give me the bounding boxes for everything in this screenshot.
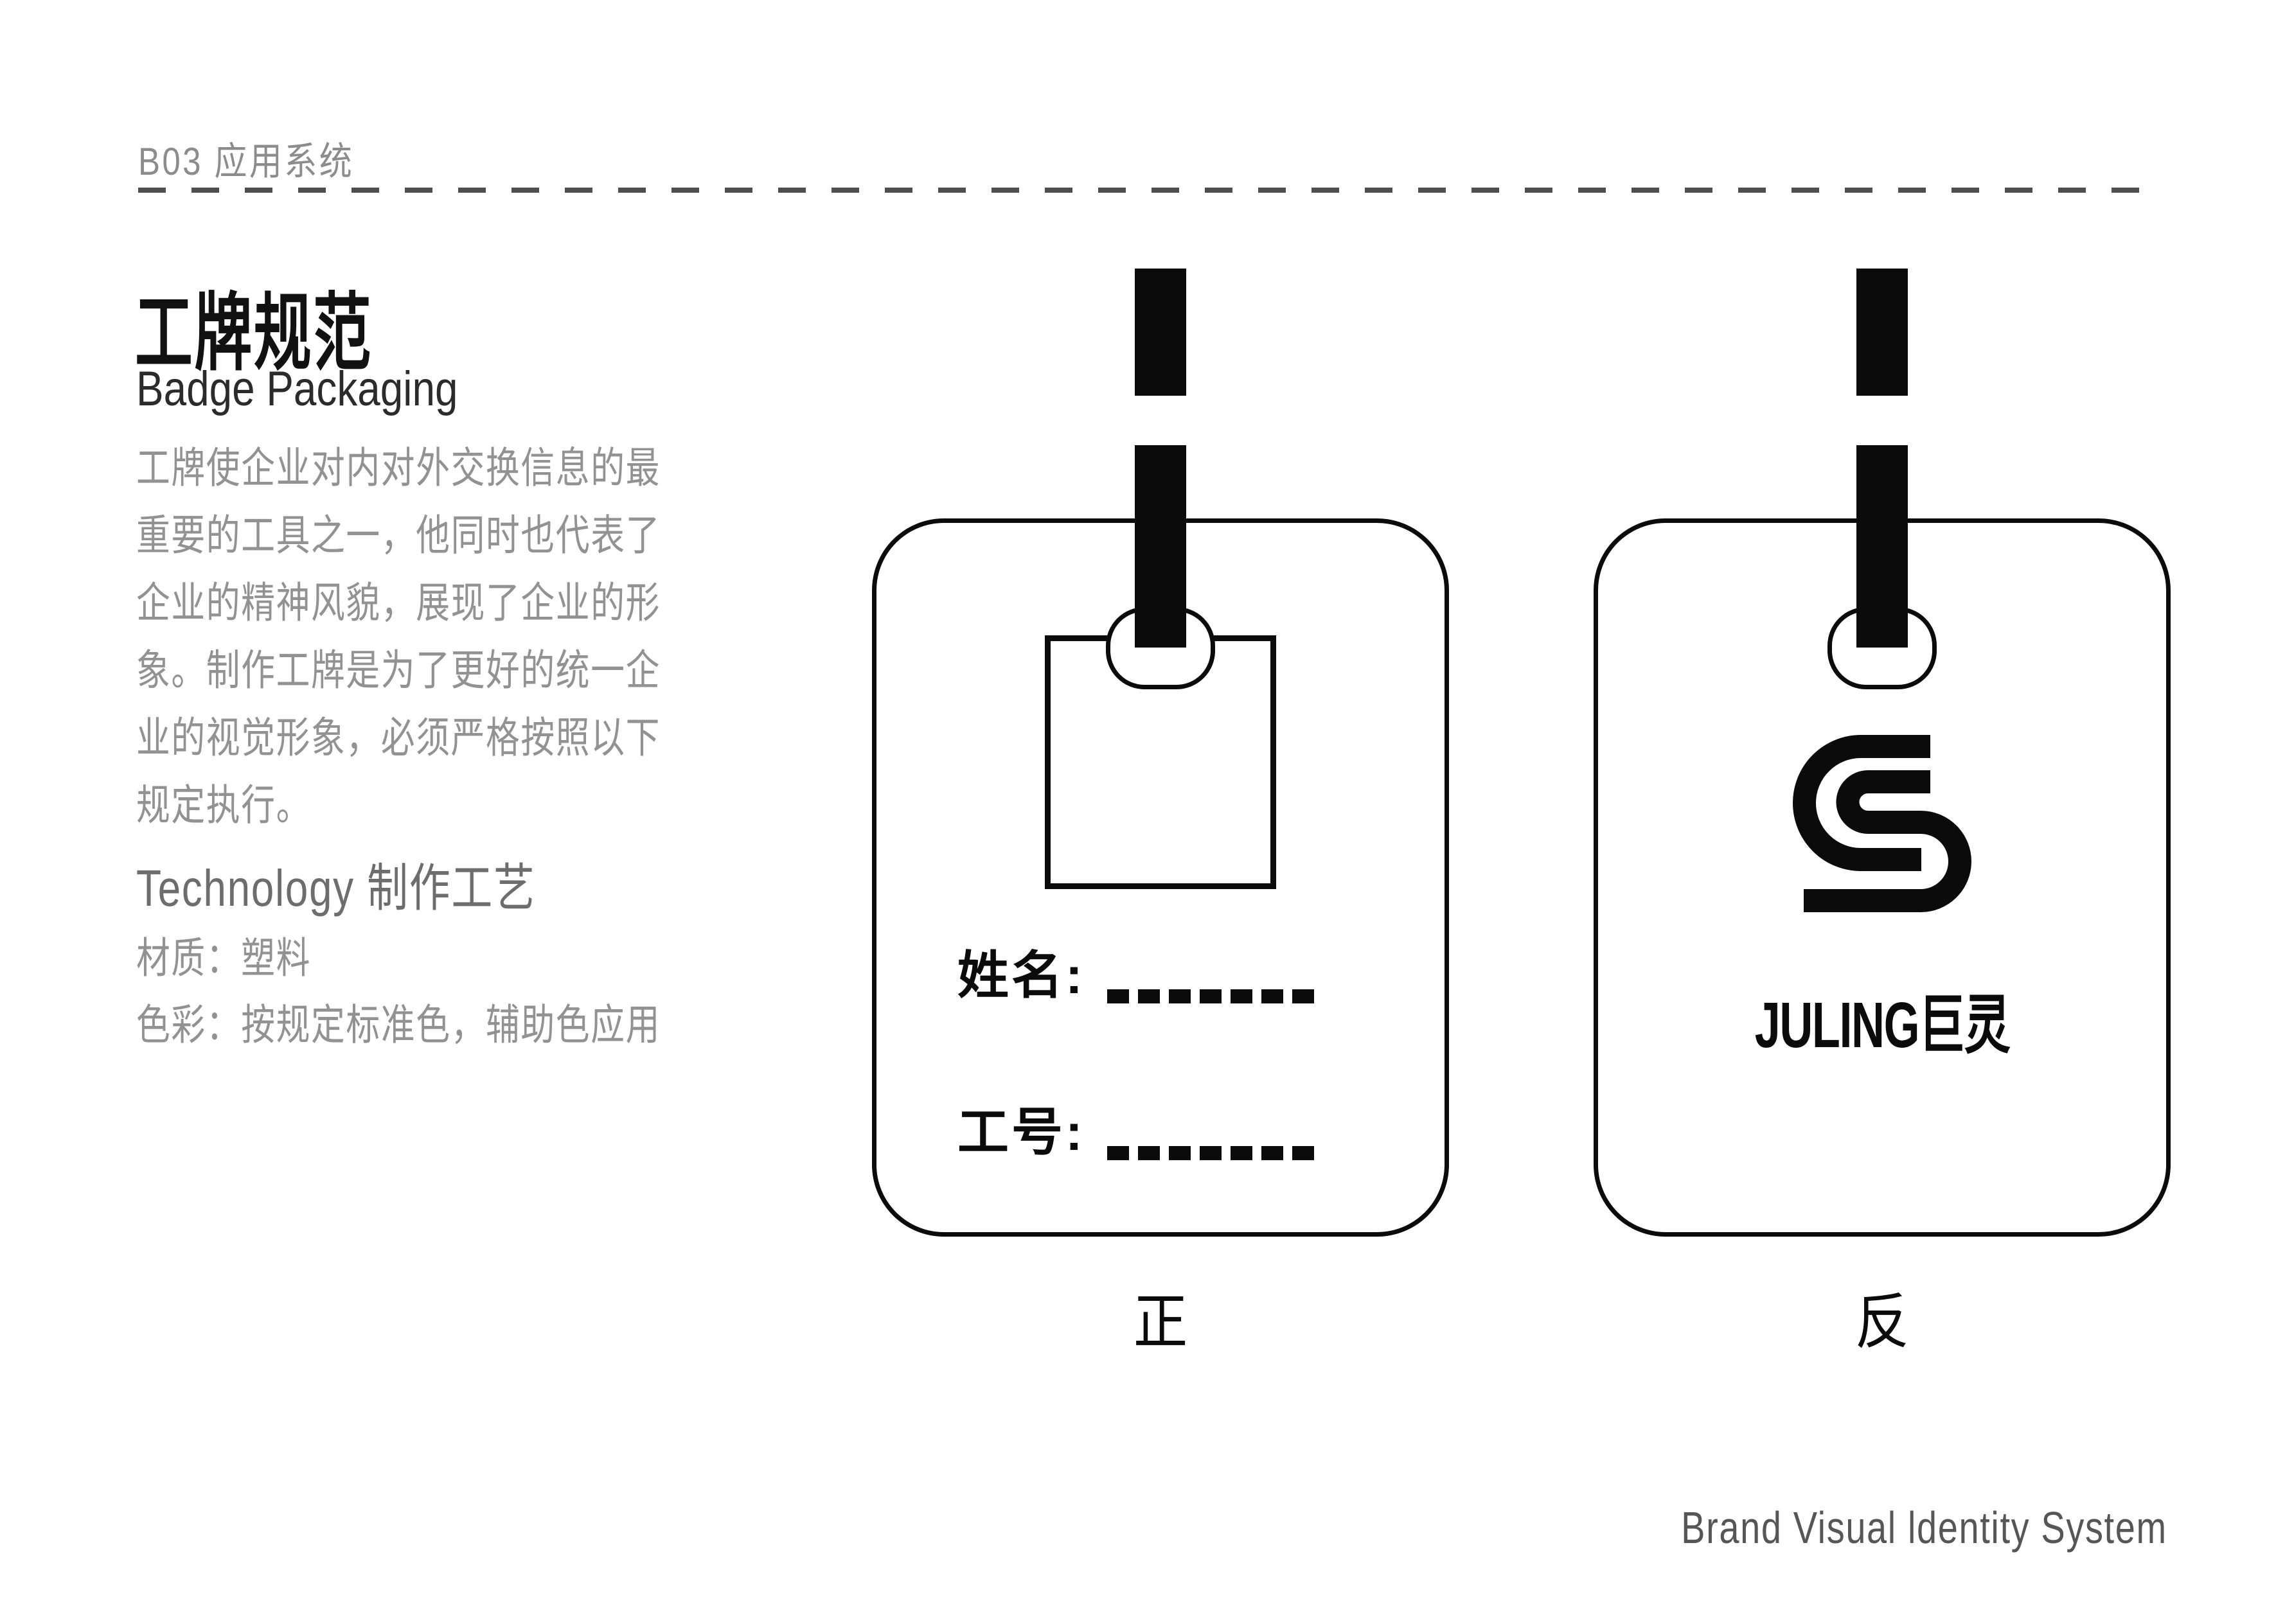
intro-line: 重要的工具之一，他同时也代表了 [136, 511, 661, 559]
lanyard-strap [1856, 269, 1908, 648]
intro-line: 业的视觉形象，必须严格按照以下 [136, 714, 661, 761]
intro-line: 规定执行。 [136, 781, 311, 829]
name-label: 姓名: [957, 947, 1085, 1004]
intro-paragraph: 工牌使企业对内对外交换信息的最 重要的工具之一，他同时也代表了 企业的精神风貌，… [136, 434, 702, 839]
front-caption: 正 [1133, 1288, 1188, 1355]
cs-monogram-logo [1793, 735, 1971, 912]
lanyard-strap [1135, 269, 1186, 648]
intro-line: 企业的精神风貌，展现了企业的形 [136, 579, 661, 626]
material-spec: 材质：塑料 [136, 934, 311, 982]
technology-heading: Technology 制作工艺 [136, 860, 536, 917]
id-blank-line [1107, 1146, 1315, 1160]
lanyard-buckle [1856, 396, 1908, 445]
section-label: B03 应用系统 [138, 140, 355, 183]
lanyard-buckle [1135, 396, 1186, 445]
intro-line: 象。制作工牌是为了更好的统一企 [136, 646, 661, 694]
intro-line: 工牌使企业对内对外交换信息的最 [136, 444, 661, 491]
id-label: 工号: [957, 1104, 1085, 1161]
page-subtitle: Badge Packaging [136, 362, 458, 416]
brand-wordmark: JULING巨灵 [1754, 989, 2011, 1061]
page-title: 工牌规范 [135, 286, 373, 380]
id-field-row: 工号: [957, 1091, 1315, 1165]
color-spec: 色彩：按规定标准色，辅助色应用 [136, 1001, 661, 1048]
footer-text: Brand Visual ldentity System [1681, 1503, 2167, 1553]
back-caption: 反 [1854, 1288, 1910, 1355]
dashed-divider [138, 188, 2146, 193]
name-blank-line [1107, 989, 1315, 1003]
name-field-row: 姓名: [957, 934, 1315, 1009]
